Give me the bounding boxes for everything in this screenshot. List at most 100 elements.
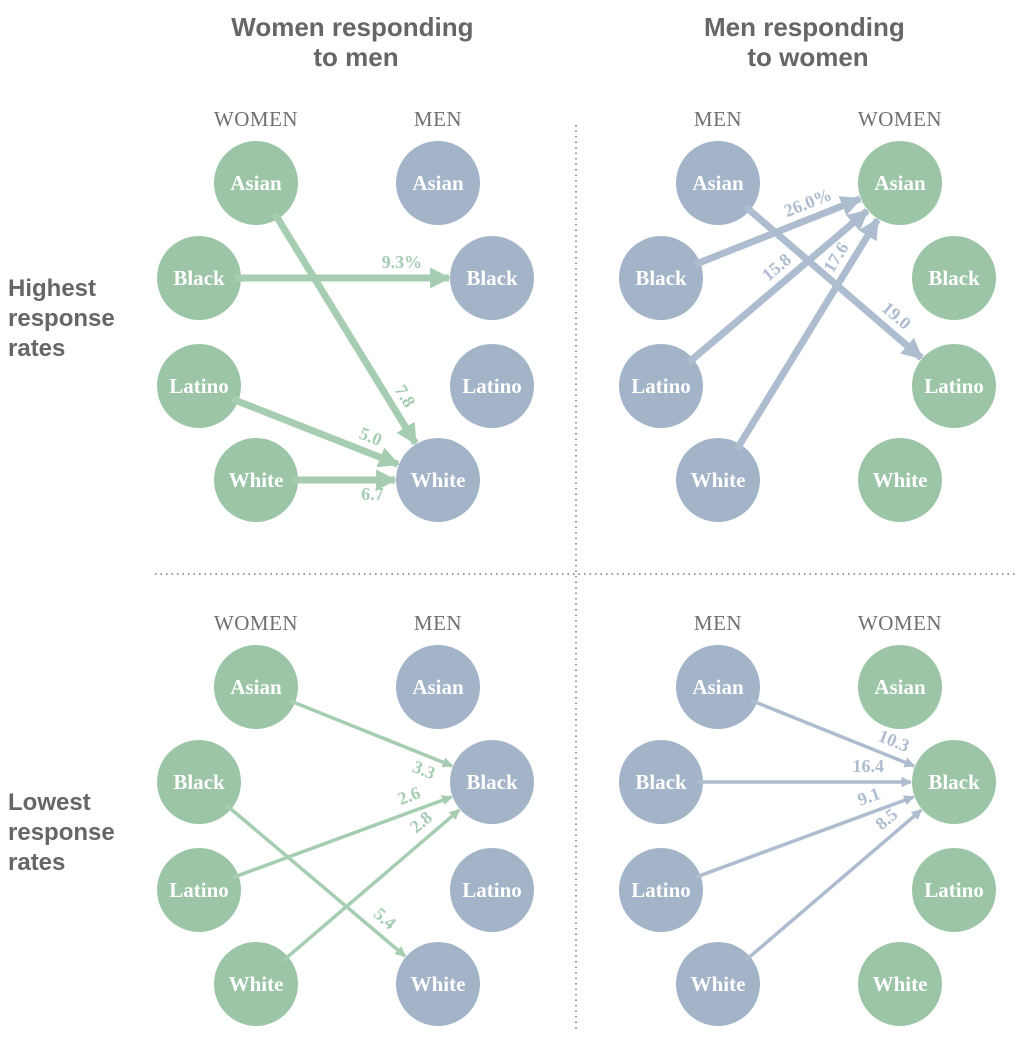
node-circle (157, 344, 241, 428)
node-circle (912, 236, 996, 320)
column-title-women-line-2: to men (313, 42, 398, 72)
node-label: Asian (692, 675, 744, 699)
edge-value-label: 9.1 (855, 783, 883, 810)
node-men-black: Black (450, 740, 534, 824)
node-women-asian: Asian (214, 645, 298, 729)
node-women-asian: Asian (214, 141, 298, 225)
node-men-latino: Latino (619, 344, 703, 428)
edge-latino-to-black (694, 795, 915, 880)
edge-black-to-asian (693, 195, 862, 268)
node-circle (912, 344, 996, 428)
node-circle (619, 344, 703, 428)
node-women-black: Black (912, 740, 996, 824)
node-circle (396, 438, 480, 522)
column-title-women: Women responding to men (231, 12, 480, 72)
node-men-black: Black (619, 236, 703, 320)
node-circle (858, 942, 942, 1026)
node-women-latino: Latino (912, 344, 996, 428)
node-label: Asian (412, 675, 464, 699)
node-men-latino: Latino (450, 848, 534, 932)
node-circle (912, 848, 996, 932)
column-title-women-line-1: Women responding (231, 12, 473, 42)
node-label: White (411, 468, 466, 492)
node-women-latino: Latino (912, 848, 996, 932)
node-label: White (411, 972, 466, 996)
node-women-latino: Latino (157, 848, 241, 932)
panel-header-left: MEN (694, 107, 742, 131)
edge-latino-to-asian (686, 208, 870, 366)
node-label: Asian (874, 171, 926, 195)
node-men-latino: Latino (450, 344, 534, 428)
node-circle (214, 942, 298, 1026)
node-circle (157, 236, 241, 320)
panel-header-left: WOMEN (214, 107, 298, 131)
panel-header-left: MEN (694, 611, 742, 635)
node-men-white: White (396, 942, 480, 1026)
node-circle (912, 740, 996, 824)
node-label: White (873, 468, 928, 492)
node-label: White (229, 468, 284, 492)
edge-value-label: 6.7 (361, 484, 384, 504)
edge-value-label: 16.4 (852, 756, 884, 776)
node-women-black: Black (157, 236, 241, 320)
node-label: White (691, 972, 746, 996)
node-label: Asian (692, 171, 744, 195)
node-circle (858, 141, 942, 225)
column-title-men-line-1: Men responding (704, 12, 905, 42)
edge-black-to-white (225, 803, 407, 958)
node-men-white: White (676, 438, 760, 522)
node-women-black: Black (912, 236, 996, 320)
node-women-white: White (214, 438, 298, 522)
node-label: Latino (169, 374, 229, 398)
node-label: Asian (230, 675, 282, 699)
node-circle (858, 438, 942, 522)
node-circle (450, 848, 534, 932)
edge-white-to-asian (733, 217, 881, 452)
node-circle (214, 438, 298, 522)
panel-header-left: WOMEN (214, 611, 298, 635)
node-men-asian: Asian (396, 141, 480, 225)
panel-header-right: WOMEN (858, 107, 942, 131)
node-label: Black (635, 266, 687, 290)
row-title-highest: Highest response rates (8, 275, 121, 362)
node-label: Asian (412, 171, 464, 195)
node-circle (157, 740, 241, 824)
row-title-highest-line-2: response (8, 305, 115, 332)
node-women-asian: Asian (858, 141, 942, 225)
panel-header-right: WOMEN (858, 611, 942, 635)
node-label: Latino (631, 374, 691, 398)
node-label: Latino (462, 374, 522, 398)
node-circle (450, 236, 534, 320)
node-circle (858, 645, 942, 729)
node-circle (450, 344, 534, 428)
edge-asian-to-white (271, 211, 419, 446)
node-label: Black (928, 266, 980, 290)
node-label: Latino (169, 878, 229, 902)
node-circle (214, 645, 298, 729)
edge-latino-to-black (232, 795, 453, 880)
node-men-white: White (676, 942, 760, 1026)
node-circle (676, 141, 760, 225)
node-men-black: Black (619, 740, 703, 824)
node-men-white: White (396, 438, 480, 522)
edge-white-to-black (744, 808, 923, 962)
edge-value-label: 9.3% (382, 252, 423, 272)
node-circle (396, 942, 480, 1026)
node-women-white: White (214, 942, 298, 1026)
node-label: Asian (230, 171, 282, 195)
node-men-black: Black (450, 236, 534, 320)
node-label: Latino (462, 878, 522, 902)
node-label: Black (466, 770, 518, 794)
node-label: Black (928, 770, 980, 794)
node-label: Latino (631, 878, 691, 902)
row-title-lowest-line-2: response (8, 819, 115, 846)
node-women-black: Black (157, 740, 241, 824)
row-title-lowest-line-3: rates (8, 849, 65, 876)
column-title-men: Men responding to women (704, 12, 912, 72)
edge-white-to-black (282, 808, 461, 962)
node-circle (676, 438, 760, 522)
column-title-men-line-2: to women (747, 42, 868, 72)
